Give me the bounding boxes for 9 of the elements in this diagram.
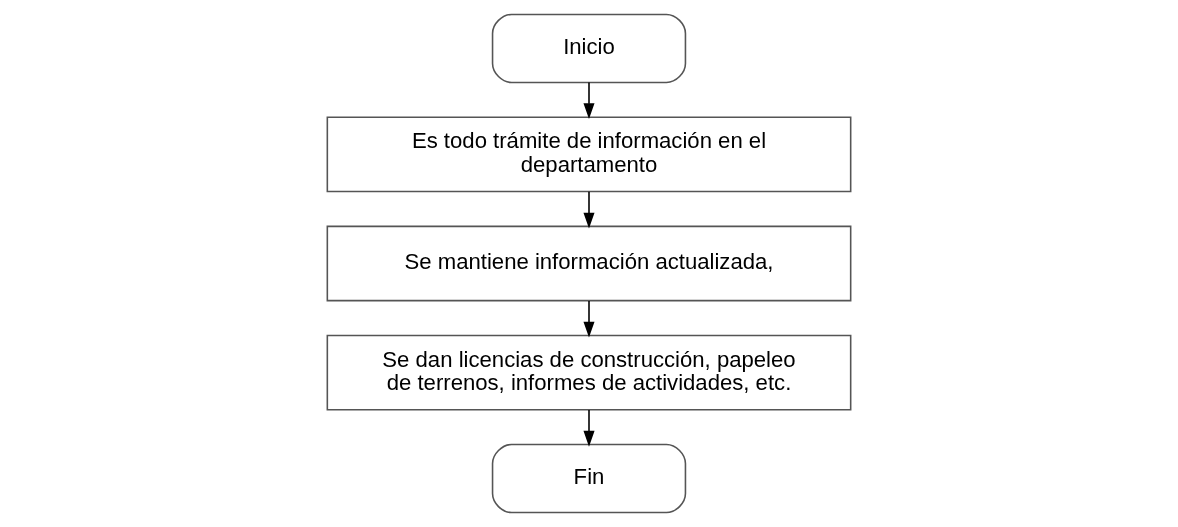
node-box: Es todo trámite de información en el departamento bbox=[326, 116, 852, 193]
node-box: Inicio bbox=[491, 13, 687, 84]
arrow bbox=[583, 409, 595, 447]
arrow bbox=[583, 191, 595, 229]
arrow bbox=[583, 300, 595, 338]
node-box: Se dan licencias de construcción, papeleo de terrenos, informes de actividades, etc. bbox=[326, 334, 852, 411]
node-box: Fin bbox=[491, 443, 687, 514]
arrow bbox=[583, 81, 595, 119]
node-box: Se mantiene información actualizada, bbox=[326, 225, 852, 302]
